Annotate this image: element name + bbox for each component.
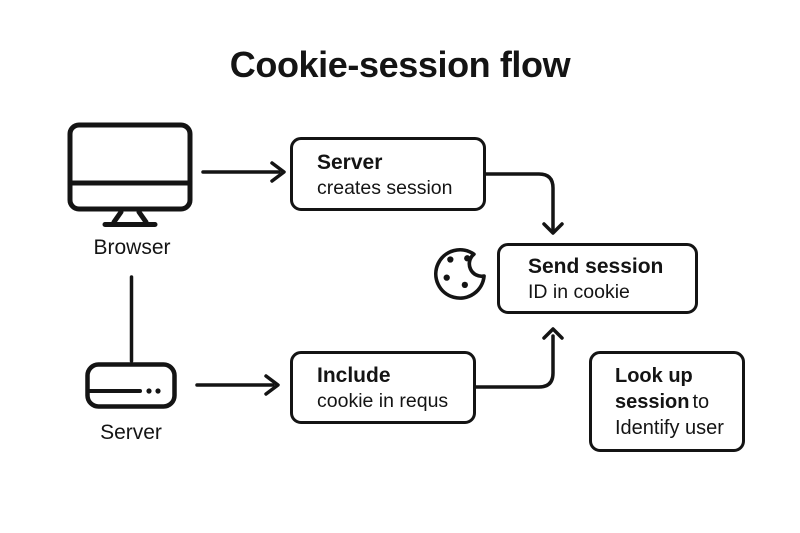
create-session-subtitle: creates session xyxy=(317,176,453,199)
lookup-line3: Identify user xyxy=(615,416,724,439)
cookie-icon xyxy=(433,248,486,300)
lookup-line1: Look up xyxy=(615,364,693,387)
include-cookie-title: Include xyxy=(317,364,391,387)
include-cookie-subtitle: cookie in requs xyxy=(317,390,449,412)
connector-create-to-send xyxy=(484,172,564,235)
arrow-browser-to-create xyxy=(201,161,286,183)
connector-include-to-send xyxy=(474,327,564,389)
send-session-box: Send session ID in cookie xyxy=(497,243,698,314)
diagram-title: Cookie-session flow xyxy=(229,44,571,85)
include-cookie-box: Include cookie in requs xyxy=(290,351,476,424)
lookup-line2-rest: to xyxy=(692,390,710,413)
server-label: Server xyxy=(100,421,162,444)
server-icon xyxy=(85,362,177,409)
arrow-server-to-include xyxy=(195,374,280,396)
create-session-box: Server creates session xyxy=(290,137,486,211)
monitor-icon xyxy=(67,122,193,227)
lookup-line2-bold: session xyxy=(615,390,690,413)
send-session-subtitle: ID in cookie xyxy=(528,281,630,303)
send-session-title: Send session xyxy=(528,255,664,278)
browser-label: Browser xyxy=(93,236,171,259)
create-session-title: Server xyxy=(317,150,383,174)
